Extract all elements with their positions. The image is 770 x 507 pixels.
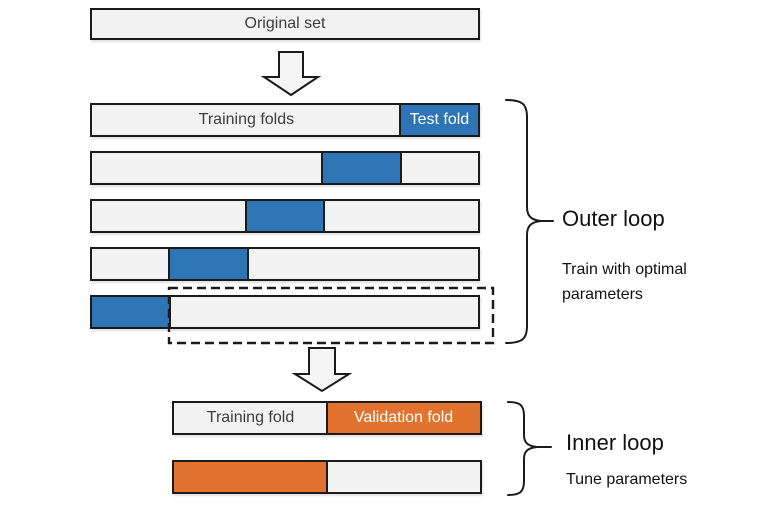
training-fold-segment	[402, 201, 478, 231]
training-fold-segment	[169, 105, 246, 135]
training-fold-segment	[92, 105, 169, 135]
inner-fold-row-2	[172, 460, 482, 494]
outer-fold-row-5	[90, 295, 480, 329]
inner-loop-label: Inner loop	[566, 430, 664, 455]
training-fold-segment	[325, 201, 401, 231]
training-fold-segment	[322, 105, 399, 135]
training-fold-segment	[249, 249, 325, 279]
inner-loop-brace	[507, 401, 552, 496]
training-fold-segment	[248, 297, 325, 327]
outer-loop-label: Outer loop	[562, 206, 665, 231]
training-fold-segment	[245, 153, 321, 183]
outer-loop-brace	[505, 99, 554, 344]
training-fold-segment	[174, 403, 326, 433]
down-arrow-icon	[260, 51, 322, 97]
training-fold-segment	[324, 297, 401, 327]
training-fold-segment	[92, 201, 168, 231]
training-fold-segment	[168, 153, 244, 183]
training-fold-segment	[401, 297, 478, 327]
test-fold-segment	[92, 297, 171, 327]
validation-fold-segment	[174, 462, 328, 492]
test-fold-segment	[321, 153, 402, 183]
outer-fold-row-4	[90, 247, 480, 281]
training-fold-segment	[325, 249, 401, 279]
training-fold-segment	[402, 249, 478, 279]
outer-fold-row-3	[90, 199, 480, 233]
training-fold-segment	[168, 201, 244, 231]
down-arrow-icon	[291, 347, 353, 393]
inner-loop-sublabel: Tune parameters	[566, 471, 688, 488]
training-fold-segment	[92, 249, 168, 279]
training-fold-segment	[171, 297, 248, 327]
test-fold-segment	[399, 105, 478, 135]
training-fold-segment	[246, 105, 323, 135]
test-fold-segment	[244, 201, 326, 231]
test-fold-segment	[168, 249, 249, 279]
training-fold-segment	[402, 153, 478, 183]
training-fold-segment	[92, 153, 168, 183]
outer-fold-row-2	[90, 151, 480, 185]
outer-loop-sublabel: Train with optimal parameters	[562, 261, 687, 303]
original-set-box: Original set	[90, 8, 480, 40]
validation-fold-segment	[326, 403, 480, 433]
training-fold-segment	[328, 462, 480, 492]
